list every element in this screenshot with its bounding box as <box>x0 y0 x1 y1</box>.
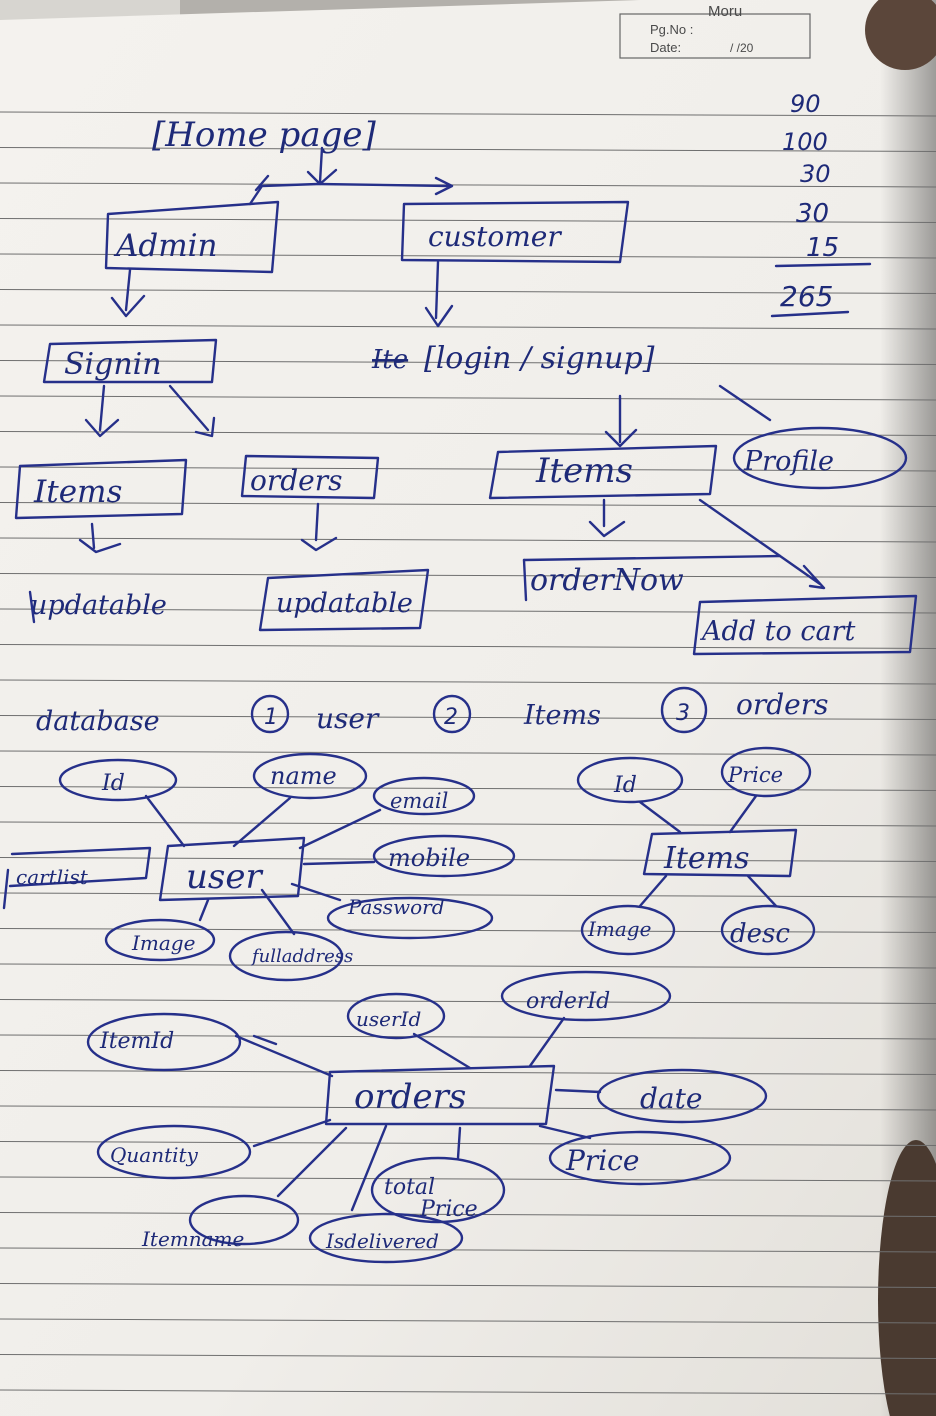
items-attr-price: Price <box>727 763 783 787</box>
orders-attr-itemname: Itemname <box>141 1227 244 1251</box>
ruled-line <box>0 1318 936 1324</box>
user-attr-id: Id <box>101 771 125 796</box>
finger <box>865 0 936 70</box>
orders-attr-total: total <box>384 1175 435 1200</box>
ruled-line <box>0 1212 936 1217</box>
items-attr-image: Image <box>587 917 651 941</box>
db-number-2: 2 <box>444 705 458 730</box>
ruled-line <box>0 821 936 827</box>
orders-attr-orderid: orderId <box>526 989 610 1014</box>
ruled-lines <box>0 111 936 1395</box>
order-now-label: orderNow <box>530 563 684 598</box>
items-attr-desc: desc <box>730 919 790 949</box>
user-attr-image: Image <box>131 931 195 955</box>
ruled-line <box>0 218 936 223</box>
ruled-line <box>0 289 936 294</box>
user-attr-password: Password <box>347 895 445 919</box>
ruled-line <box>0 1247 936 1253</box>
date-label: Date: <box>650 40 681 55</box>
orders-entity-label: orders <box>354 1077 466 1117</box>
admin-label: Admin <box>113 228 218 264</box>
page-header-box: Pg.No : Date: / /20 Moru <box>619 3 811 59</box>
db-table-orders: orders <box>736 688 829 721</box>
thumb <box>878 1140 936 1416</box>
ruled-line <box>0 715 936 720</box>
ruled-line <box>0 253 936 259</box>
db-number-1: 1 <box>264 705 278 730</box>
ruled-line <box>0 999 936 1004</box>
db-number-3: 3 <box>676 701 690 726</box>
ruled-line <box>0 573 936 578</box>
signin-label: Signin <box>64 347 162 382</box>
orders-attr-quantity: Quantity <box>110 1143 199 1167</box>
brand-logo: Moru <box>708 3 742 20</box>
ruled-line <box>0 537 936 543</box>
ruled-line <box>0 466 936 472</box>
svg-text:100: 100 <box>782 128 828 156</box>
admin-orders-label: orders <box>250 464 343 497</box>
add-to-cart-label: Add to cart <box>699 616 855 647</box>
ruled-line <box>0 360 936 365</box>
svg-text:265: 265 <box>780 280 833 313</box>
ruled-line <box>0 324 936 330</box>
ruled-line <box>0 1070 936 1075</box>
ruled-line <box>0 928 936 933</box>
customer-label: customer <box>428 220 562 253</box>
ruled-line <box>0 1283 936 1288</box>
admin-orders-updatable-label: updatable <box>276 588 413 619</box>
svg-text:90: 90 <box>790 90 821 118</box>
margin-sum: 90 100 30 30 15 265 <box>770 90 872 318</box>
ruled-line <box>0 963 936 969</box>
login-signup-label: [login / signup] <box>424 341 655 376</box>
items-attr-id: Id <box>613 773 637 798</box>
ruled-line <box>0 182 936 188</box>
pgno-label: Pg.No : <box>650 22 693 37</box>
ruled-line <box>0 608 936 614</box>
login-strikethrough: Ite <box>371 345 408 375</box>
ruled-line <box>0 502 936 507</box>
ruled-line <box>0 644 936 649</box>
admin-items-updatable-label: updatable <box>30 590 167 621</box>
ruled-line <box>0 431 936 436</box>
ruled-line <box>0 395 936 401</box>
orders-attr-itemid: ItemId <box>99 1029 174 1054</box>
ruled-line <box>0 857 936 862</box>
orders-attr-price: Price <box>565 1144 639 1177</box>
home-page-label: [Home page] <box>152 115 376 155</box>
db-table-user: user <box>316 702 380 735</box>
user-attr-cartlist: cartlist <box>16 865 89 889</box>
svg-text:30: 30 <box>796 199 829 229</box>
database-label: database <box>36 706 160 737</box>
ruled-line <box>0 147 936 152</box>
handwritten-diagram: [Home page] Admin customer Signin Ite [l… <box>2 90 918 1264</box>
ruled-line <box>0 1354 936 1359</box>
user-entity-label: user <box>186 857 263 897</box>
admin-items-label: Items <box>33 474 122 510</box>
db-table-items: Items <box>523 700 601 731</box>
orders-attr-isdelivered: Isdelivered <box>325 1229 439 1253</box>
ruled-line <box>0 750 936 756</box>
ruled-line <box>0 1141 936 1146</box>
svg-text:15: 15 <box>806 233 839 263</box>
ruled-line <box>0 1389 936 1395</box>
svg-text:30: 30 <box>800 160 831 188</box>
ruled-line <box>0 1105 936 1111</box>
profile-label: Profile <box>743 446 834 477</box>
orders-attr-userid: userId <box>356 1007 421 1031</box>
user-attr-mobile: mobile <box>388 844 470 872</box>
user-attr-fulladdress: fulladdress <box>250 946 353 967</box>
ruled-line <box>0 679 936 685</box>
ruled-line <box>0 1034 936 1040</box>
items-entity-label: Items <box>663 841 750 876</box>
ruled-line <box>0 111 936 117</box>
customer-items-label: Items <box>535 451 633 491</box>
user-attr-email: email <box>390 789 448 813</box>
ruled-line <box>0 892 936 898</box>
user-attr-name: name <box>270 762 337 790</box>
date-value: / /20 <box>730 41 754 55</box>
orders-attr-date: date <box>640 1082 702 1115</box>
